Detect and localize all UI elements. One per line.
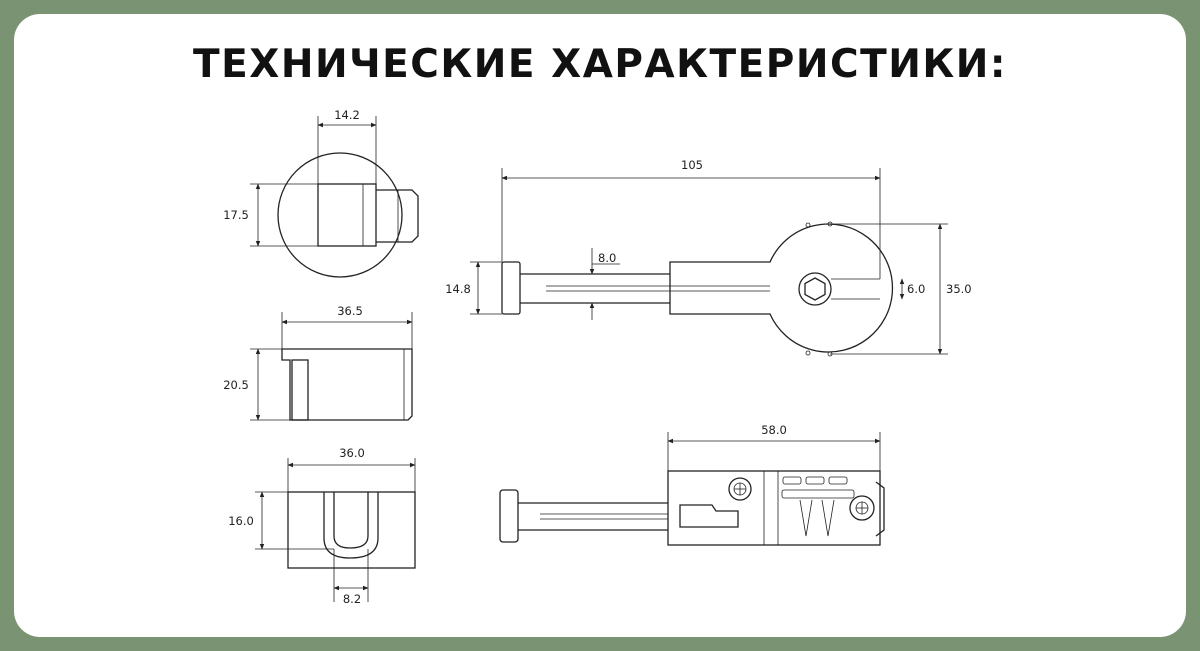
page-title: ТЕХНИЧЕСКИЕ ХАРАКТЕРИСТИКИ: [193, 42, 1007, 87]
end-view-round [250, 116, 419, 278]
content-card [14, 14, 1186, 637]
dim-20-5: 20.5 [223, 378, 249, 392]
dim-8-0: 8.0 [598, 251, 616, 265]
dim-16-0: 16.0 [228, 514, 254, 528]
dim-14-8: 14.8 [445, 282, 471, 296]
dim-14-2: 14.2 [334, 108, 360, 122]
slot-view [255, 458, 416, 602]
dim-17-5: 17.5 [223, 208, 249, 222]
dim-58-0: 58.0 [761, 423, 787, 437]
top-view-connector [470, 168, 948, 357]
dim-105: 105 [681, 158, 703, 172]
dim-8-2: 8.2 [343, 592, 361, 606]
dim-36-5: 36.5 [337, 304, 363, 318]
dim-36-0: 36.0 [339, 446, 365, 460]
side-view-block [250, 312, 413, 421]
dim-6-0: 6.0 [907, 282, 925, 296]
side-view-connector [499, 432, 885, 546]
dim-35-0: 35.0 [946, 282, 972, 296]
